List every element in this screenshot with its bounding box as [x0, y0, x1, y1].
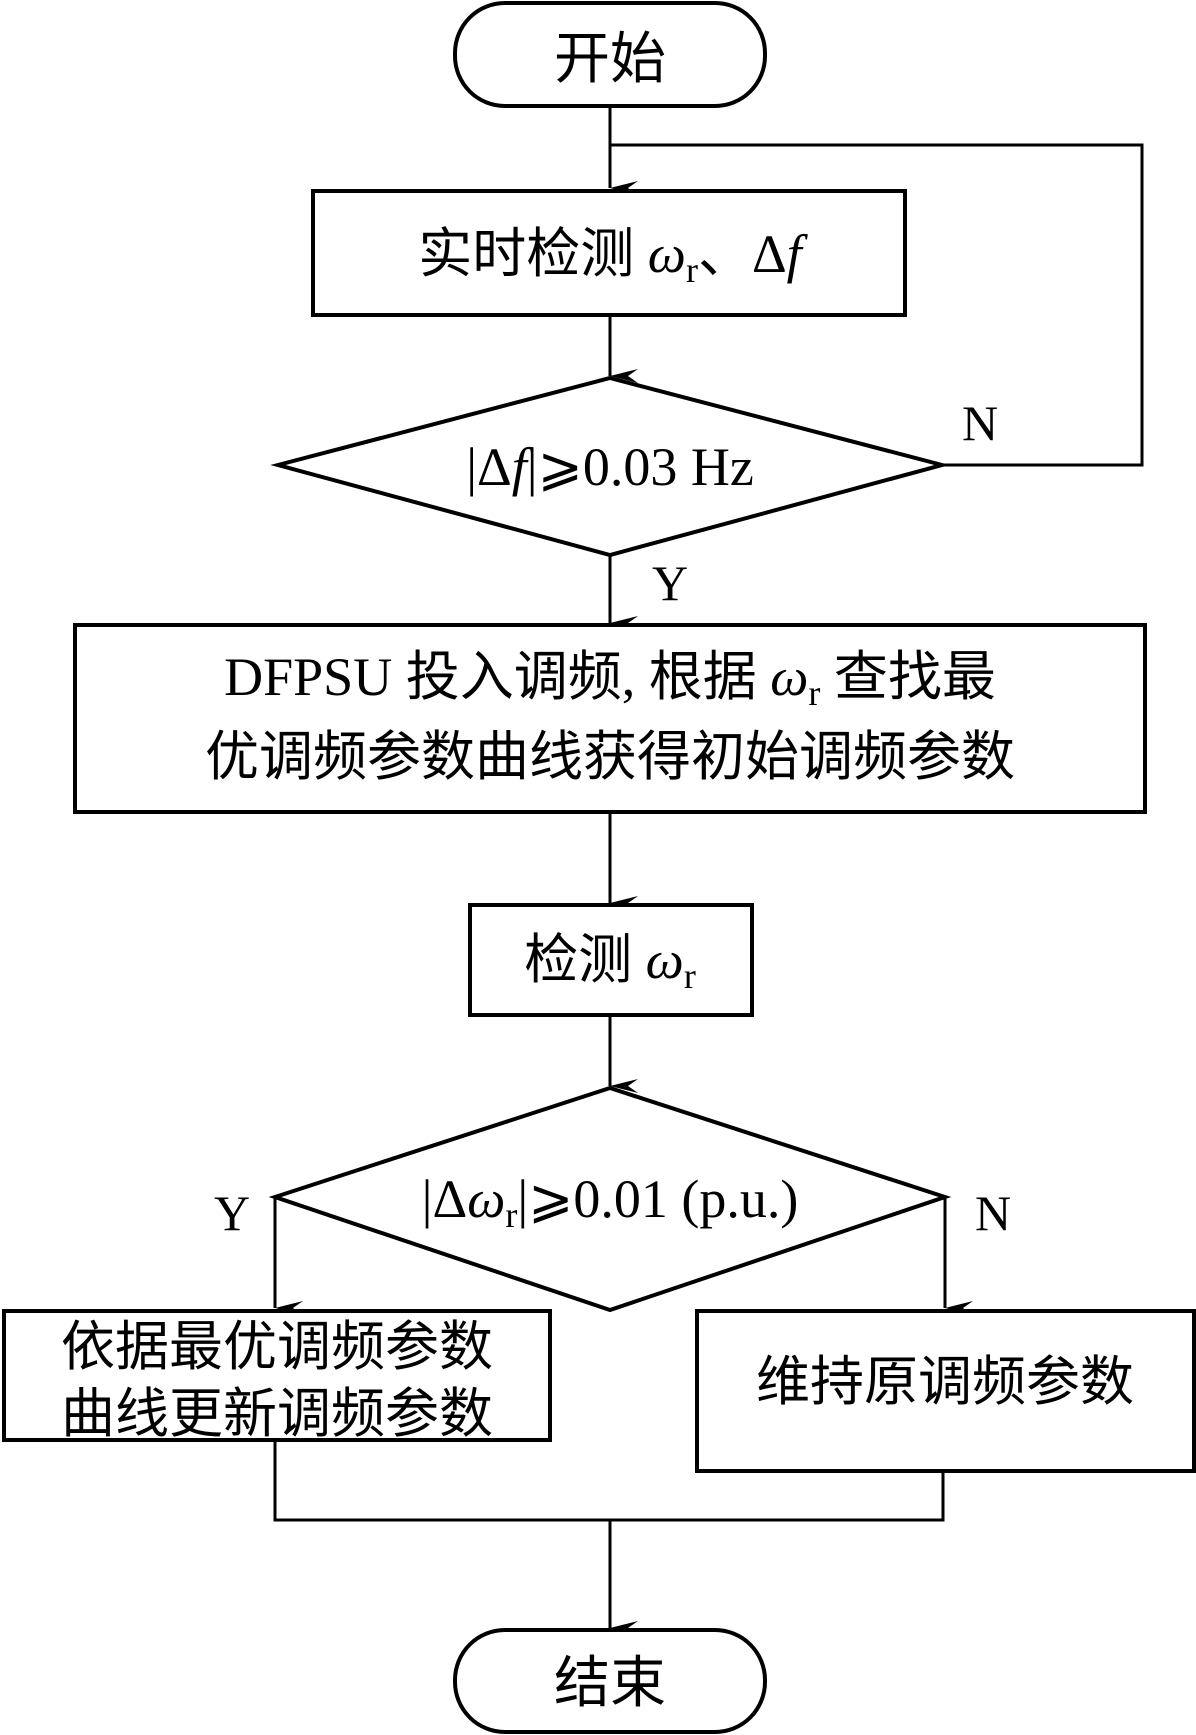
loop-back-line — [610, 143, 1144, 467]
keep-params-label: 维持原调频参数 — [756, 1352, 1134, 1412]
detect-realtime-label: 实时检测 ωr、Δf — [418, 224, 808, 290]
engage-line2: 优调频参数曲线获得初始调频参数 — [205, 727, 1015, 787]
engage-regulation-box: DFPSU 投入调频, 根据 ωr 查找最 优调频参数曲线获得初始调频参数 — [73, 623, 1147, 814]
decision-speed-diamond: |Δωr|⩾0.01 (p.u.) — [268, 1085, 952, 1313]
decision-speed-label: |Δωr|⩾0.01 (p.u.) — [422, 1169, 799, 1235]
detect-speed-label: 检测 ωr — [524, 930, 696, 996]
edge-label-freq-no: N — [962, 395, 998, 451]
edge-label-freq-yes: Y — [652, 555, 688, 611]
start-terminal: 开始 — [453, 1, 767, 108]
detect-speed-box: 检测 ωr — [468, 903, 754, 1017]
edge-label-speed-yes: Y — [214, 1185, 250, 1241]
update-params-box: 依据最优调频参数 曲线更新调频参数 — [2, 1309, 552, 1444]
edge-label-speed-no: N — [975, 1185, 1011, 1241]
detect-realtime-box: 实时检测 ωr、Δf — [311, 189, 907, 317]
decision-frequency-diamond: |Δf|⩾0.03 Hz — [270, 375, 950, 558]
update-params-line2: 曲线更新调频参数 — [61, 1384, 493, 1444]
keep-params-box: 维持原调频参数 — [695, 1309, 1196, 1473]
decision-frequency-label: |Δf|⩾0.03 Hz — [466, 437, 754, 497]
end-label: 结束 — [554, 1653, 666, 1715]
start-label: 开始 — [554, 29, 666, 91]
engage-line1: DFPSU 投入调频, 根据 ωr 查找最 — [224, 647, 996, 713]
update-params-line1: 依据最优调频参数 — [61, 1317, 493, 1377]
end-terminal: 结束 — [453, 1628, 767, 1734]
